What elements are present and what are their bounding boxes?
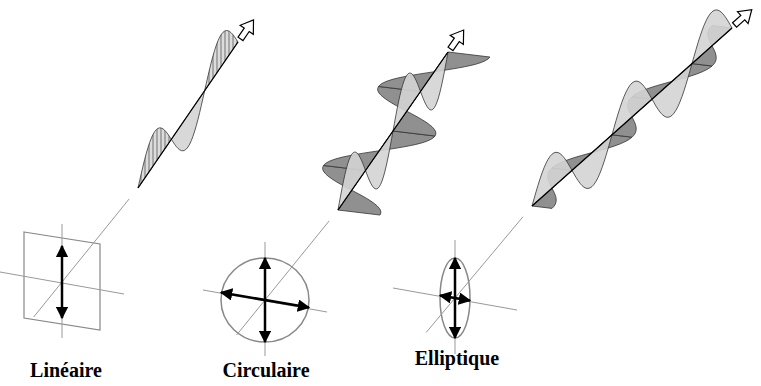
propagation-arrow — [234, 15, 260, 43]
field-arrow — [221, 293, 309, 308]
vertical-wave — [612, 81, 652, 135]
polarization-label: Linéaire — [30, 359, 102, 382]
axis — [237, 221, 330, 335]
vertical-wave — [421, 52, 449, 110]
field-arrow — [61, 246, 64, 318]
propagation-axis — [532, 28, 732, 206]
vertical-wave — [205, 31, 238, 91]
axis — [62, 224, 63, 338]
propagation-axis — [338, 52, 448, 210]
propagation-arrow — [444, 25, 470, 53]
vertical-wave — [366, 131, 394, 189]
polarization-label: Elliptique — [415, 347, 499, 370]
polarization-label: Circulaire — [222, 359, 309, 382]
vertical-wave — [692, 10, 732, 64]
polarization-sketch — [0, 15, 260, 338]
propagation-arrow — [729, 4, 757, 31]
vertical-wave — [338, 152, 366, 210]
vertical-wave — [572, 135, 612, 189]
propagation-axis — [138, 42, 238, 188]
polarization-sketch — [393, 4, 757, 354]
vertical-wave — [393, 73, 421, 131]
polarization-ellipse — [221, 258, 309, 342]
field-arrow — [440, 295, 470, 300]
vertical-wave — [532, 152, 572, 206]
vertical-wave — [652, 64, 692, 118]
vertical-wave — [138, 128, 171, 188]
axis — [426, 217, 523, 333]
axis — [34, 199, 129, 317]
vertical-wave — [171, 91, 204, 151]
polarization-sketch — [203, 25, 490, 356]
polarization-ellipse — [440, 258, 470, 338]
